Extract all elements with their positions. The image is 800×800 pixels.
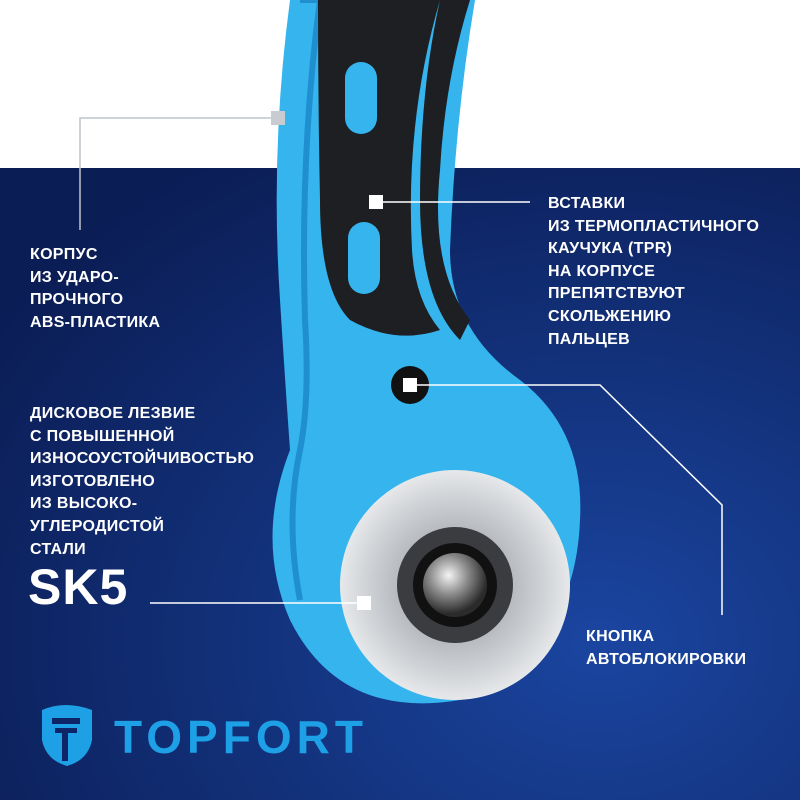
topfort-logo-icon (42, 705, 92, 766)
label-line: ИЗНОСОУСТОЙЧИВОСТЬЮ (30, 450, 255, 468)
label-line: ABS-ПЛАСТИКА (30, 313, 161, 331)
label-line: КНОПКА (586, 628, 655, 645)
label-line: УГЛЕРОДИСТОЙ (30, 517, 165, 535)
label-line: СТАЛИ (30, 540, 86, 558)
label-line: ИЗ УДАРО- (30, 268, 119, 286)
label-line: ИЗ ТЕРМОПЛАСТИЧНОГО (548, 217, 760, 235)
brand-name: TOPFORT (114, 711, 368, 763)
label-line: ИЗГОТОВЛЕНО (30, 472, 156, 490)
callout-lines (79, 117, 723, 615)
label-body: КОРПУС ИЗ УДАРО- ПРОЧНОГО ABS-ПЛАСТИКА (30, 244, 160, 334)
label-line: ПРОЧНОГО (30, 291, 124, 309)
label-line: КОРПУС (30, 246, 98, 263)
label-line: КАУЧУКА (TPR) (548, 240, 673, 258)
label-line: ИЗ ВЫСОКО- (30, 495, 138, 513)
label-line: ВСТАВКИ (548, 195, 626, 212)
label-line: ДИСКОВОЕ ЛЕЗВИЕ (30, 405, 196, 422)
label-line: ПАЛЬЦЕВ (548, 330, 630, 348)
label-blade: ДИСКОВОЕ ЛЕЗВИЕ С ПОВЫШЕННОЙ ИЗНОСОУСТОЙ… (30, 403, 254, 561)
label-inserts: ВСТАВКИ ИЗ ТЕРМОПЛАСТИЧНОГО КАУЧУКА (TPR… (548, 193, 759, 351)
steel-grade: SK5 (28, 559, 129, 615)
label-line: С ПОВЫШЕННОЙ (30, 427, 175, 445)
label-line: ПРЕПЯТСТВУЮТ (548, 285, 685, 303)
label-line: АВТОБЛОКИРОВКИ (586, 650, 747, 668)
label-lock: КНОПКА АВТОБЛОКИРОВКИ (586, 626, 746, 671)
label-line: СКОЛЬЖЕНИЮ (548, 307, 672, 325)
label-line: НА КОРПУСЕ (548, 262, 656, 280)
